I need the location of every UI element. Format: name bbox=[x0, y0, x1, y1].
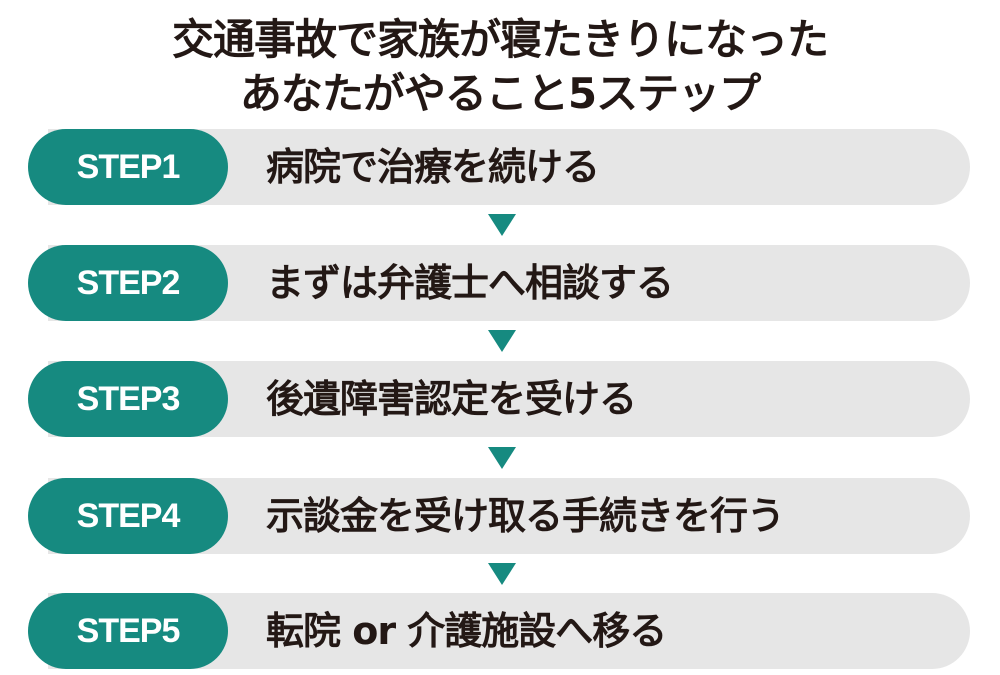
step-label: 後遺障害認定を受ける bbox=[266, 377, 637, 421]
step-badge: STEP4 bbox=[28, 478, 228, 554]
step-row-3: STEP3 後遺障害認定を受ける bbox=[28, 361, 970, 437]
down-arrow-icon bbox=[488, 330, 516, 352]
step-row-4: STEP4 示談金を受け取る手続きを行う bbox=[28, 478, 970, 554]
step-label: まずは弁護士へ相談する bbox=[266, 261, 674, 305]
step-label: 転院 or 介護施設へ移る bbox=[266, 609, 667, 653]
title-line-1: 交通事故で家族が寝たきりになった bbox=[171, 15, 829, 64]
step-badge: STEP3 bbox=[28, 361, 228, 437]
down-arrow-icon bbox=[488, 214, 516, 236]
step-row-1: STEP1 病院で治療を続ける bbox=[28, 129, 970, 205]
title-line-2: あなたがやること5ステップ bbox=[239, 69, 761, 118]
down-arrow-icon bbox=[488, 447, 516, 469]
step-badge: STEP2 bbox=[28, 245, 228, 321]
step-row-5: STEP5 転院 or 介護施設へ移る bbox=[28, 593, 970, 669]
step-label: 病院で治療を続ける bbox=[266, 145, 600, 189]
step-row-2: STEP2 まずは弁護士へ相談する bbox=[28, 245, 970, 321]
step-badge: STEP1 bbox=[28, 129, 228, 205]
step-label: 示談金を受け取る手続きを行う bbox=[266, 494, 785, 538]
step-badge: STEP5 bbox=[28, 593, 228, 669]
down-arrow-icon bbox=[488, 563, 516, 585]
